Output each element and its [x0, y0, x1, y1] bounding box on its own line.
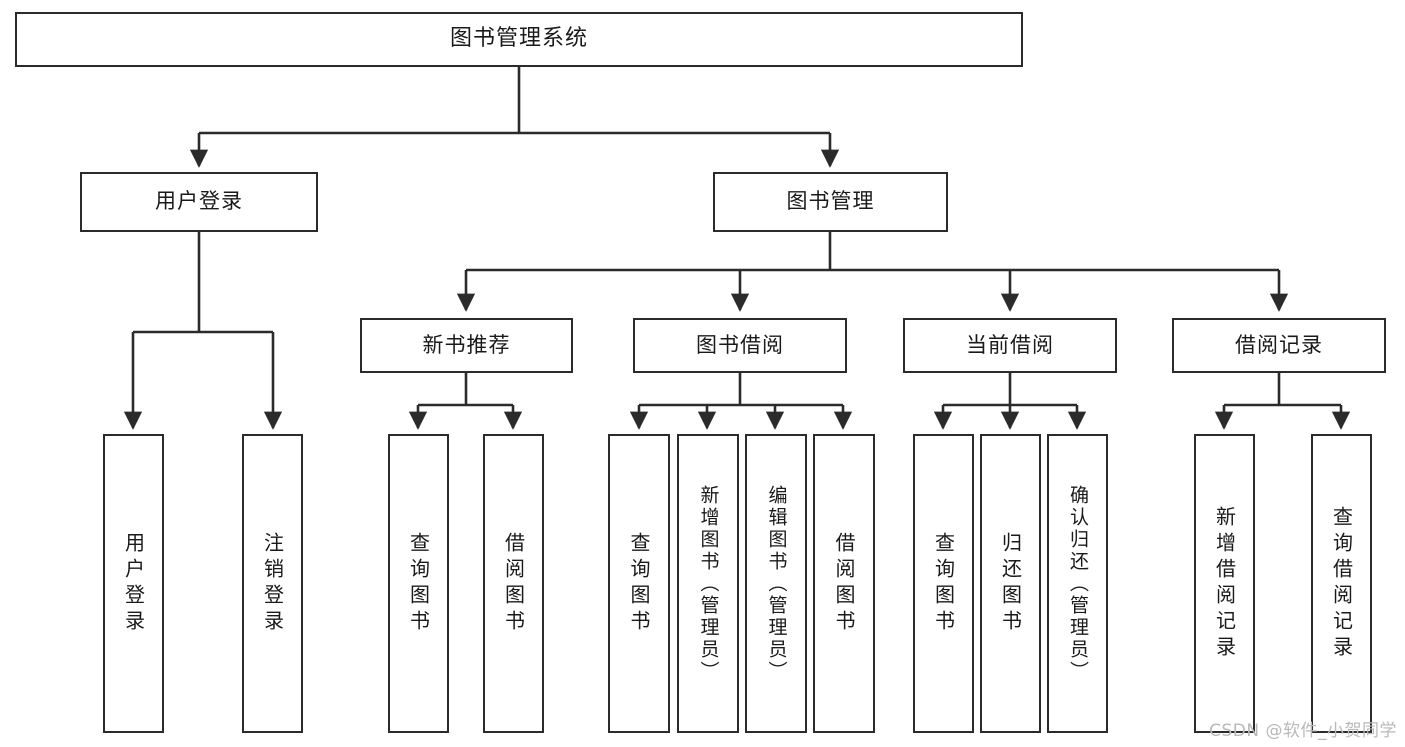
- leaf-borrow-edit-book-admin[interactable]: 编辑图书（管理员）: [745, 434, 807, 733]
- node-label: 借阅图书: [501, 531, 526, 636]
- node-label: 查询借阅记录: [1329, 505, 1354, 662]
- node-label: 图书管理系统: [449, 26, 588, 52]
- node-label: 编辑图书（管理员）: [765, 484, 788, 683]
- leaf-user-login-sign-out[interactable]: 注销登录: [242, 434, 303, 733]
- node-label: 归还图书: [998, 531, 1023, 636]
- node-label: 查询图书: [627, 531, 651, 636]
- leaf-user-login-sign-in[interactable]: 用户登录: [103, 434, 164, 733]
- leaf-new-book-query-books[interactable]: 查询图书: [388, 434, 449, 733]
- node-label: 借阅图书: [832, 531, 856, 636]
- leaf-current-query-books[interactable]: 查询图书: [913, 434, 974, 733]
- node-label: 借阅记录: [1235, 332, 1323, 357]
- node-book-borrowing[interactable]: 图书借阅: [633, 318, 847, 373]
- leaf-record-query-borrow-record[interactable]: 查询借阅记录: [1311, 434, 1372, 733]
- node-label: 注销登录: [260, 531, 285, 636]
- node-book-management[interactable]: 图书管理: [713, 172, 948, 232]
- leaf-borrow-add-book-admin[interactable]: 新增图书（管理员）: [677, 434, 739, 733]
- node-label: 新书推荐: [422, 332, 511, 357]
- leaf-record-add-borrow-record[interactable]: 新增借阅记录: [1194, 434, 1255, 733]
- leaf-current-return-books[interactable]: 归还图书: [980, 434, 1041, 733]
- leaf-borrow-query-books[interactable]: 查询图书: [608, 434, 670, 733]
- node-current-borrowing[interactable]: 当前借阅: [903, 318, 1117, 373]
- node-label: 图书管理: [786, 189, 875, 214]
- node-label: 查询图书: [931, 531, 956, 636]
- node-label: 确认归还（管理员）: [1067, 484, 1089, 683]
- node-root-book-management-system[interactable]: 图书管理系统: [15, 12, 1023, 67]
- node-user-login[interactable]: 用户登录: [80, 172, 318, 232]
- leaf-borrow-borrow-books[interactable]: 借阅图书: [813, 434, 875, 733]
- node-label: 用户登录: [155, 189, 243, 214]
- node-label: 查询图书: [406, 531, 431, 636]
- node-label: 图书借阅: [696, 332, 784, 357]
- node-borrowing-records[interactable]: 借阅记录: [1172, 318, 1386, 373]
- node-label: 新增图书（管理员）: [697, 484, 720, 683]
- node-label: 用户登录: [121, 531, 146, 636]
- node-label: 新增借阅记录: [1212, 505, 1237, 662]
- watermark-csdn: CSDN @软件_小贺同学: [1209, 721, 1397, 741]
- leaf-current-confirm-return-admin[interactable]: 确认归还（管理员）: [1047, 434, 1108, 733]
- node-label: 当前借阅: [966, 332, 1054, 357]
- node-new-book-recommendation[interactable]: 新书推荐: [360, 318, 573, 373]
- leaf-new-book-borrow-books[interactable]: 借阅图书: [483, 434, 544, 733]
